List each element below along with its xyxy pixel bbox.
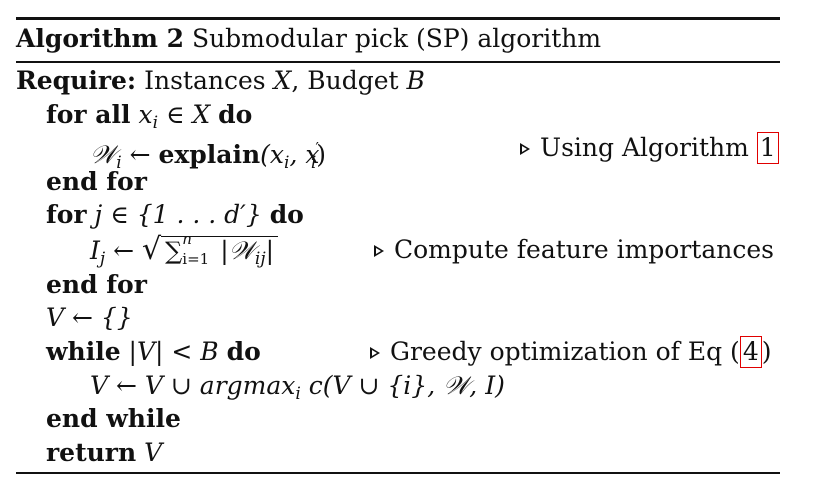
sum-upper-limit: n <box>182 229 192 248</box>
top-rule <box>16 17 780 20</box>
do-keyword: do <box>218 100 253 129</box>
explain-args-close: ) <box>316 140 327 169</box>
while-condition: |V| < B <box>120 337 227 366</box>
do-keyword-2: do <box>269 200 304 229</box>
explain-args-open: (x <box>260 140 285 169</box>
comment-triangle-icon-3 <box>370 346 380 359</box>
for-j-expression: j ∈ {1 . . . d′} <box>86 200 270 229</box>
require-text-2: , Budget <box>291 66 407 95</box>
w-symbol: 𝒲 <box>90 140 117 169</box>
comment-using-algorithm: Using Algorithm 1 <box>520 131 779 165</box>
header-rule <box>16 61 780 63</box>
end-while-keyword: end while <box>46 404 181 433</box>
do-keyword-3: do <box>226 337 261 366</box>
explain-arg-sub1: i <box>284 153 290 173</box>
comment-greedy: Greedy optimization of Eq (4) <box>370 335 771 369</box>
explain-args-mid: , x <box>289 140 320 169</box>
require-text-1: Instances <box>144 66 274 95</box>
return-keyword: return <box>46 438 137 467</box>
equation-ref-link[interactable]: 4 <box>739 336 762 368</box>
comment-3-text: Greedy optimization of Eq ( <box>390 337 740 366</box>
algorithm-label: Algorithm 2 <box>16 24 184 53</box>
sum-symbol: ∑ <box>165 237 183 265</box>
explain-arg-sub2: i <box>310 153 317 173</box>
for-all-keyword: for all <box>46 100 131 129</box>
algorithm-title: Submodular pick (SP) algorithm <box>191 24 602 53</box>
i-symbol: I <box>90 236 100 265</box>
v-update-part-1: V ← V ∪ argmax <box>90 371 296 400</box>
i-sub: j <box>99 249 106 269</box>
comment-1-text: Using Algorithm <box>540 133 757 162</box>
v-update-sub: i <box>295 384 301 404</box>
while-line: while |V| < B do <box>46 335 261 369</box>
for-all-set: ∈ X <box>158 100 219 129</box>
explain-function: explain <box>158 140 261 169</box>
require-keyword: Require: <box>16 66 137 95</box>
for-j-line: for j ∈ {1 . . . d′} do <box>46 198 304 232</box>
for-keyword: for <box>46 200 87 229</box>
comment-triangle-icon <box>520 142 530 155</box>
end-for-keyword-2: end for <box>46 270 147 299</box>
comment-3-close: ) <box>761 337 772 366</box>
end-for-line-1: end for <box>46 165 147 199</box>
for-all-line: for all xi ∈ X do <box>46 98 253 133</box>
v-init-expression: V ← {} <box>46 303 133 332</box>
explain-prime: ′ <box>315 139 319 157</box>
while-keyword: while <box>46 337 121 366</box>
sqrt-icon: √ <box>142 232 162 267</box>
return-value: V <box>136 438 163 467</box>
sum-lower-limit: i=1 <box>182 249 210 268</box>
require-b-var: B <box>406 66 425 95</box>
for-all-var-sub: i <box>152 113 158 133</box>
v-update-line: V ← V ∪ argmaxi c(V ∪ {i}, 𝒲, I) <box>90 369 505 404</box>
algorithm-header: Algorithm 2 Submodular pick (SP) algorit… <box>16 22 601 56</box>
w-sub: i <box>116 153 122 173</box>
bottom-rule <box>16 472 780 474</box>
end-for-keyword: end for <box>46 167 147 196</box>
v-update-part-2: c(V ∪ {i}, 𝒲, I) <box>300 371 505 400</box>
require-line: Require: Instances X, Budget B <box>16 64 425 98</box>
abs-close: | <box>265 236 275 265</box>
for-all-var: x <box>138 100 153 129</box>
end-for-line-2: end for <box>46 268 147 302</box>
assign-arrow: ← <box>121 140 159 169</box>
abs-w: |𝒲 <box>220 236 255 265</box>
return-line: return V <box>46 436 162 470</box>
comment-triangle-icon-2 <box>374 244 384 257</box>
algorithm-ref-link[interactable]: 1 <box>756 132 779 164</box>
assign-arrow-2: ← <box>105 236 143 265</box>
comment-2-text: Compute feature importances <box>394 235 774 264</box>
require-x-var: X <box>273 66 292 95</box>
comment-feature-importances: Compute feature importances <box>374 233 774 267</box>
end-while-line: end while <box>46 402 181 436</box>
v-init-line: V ← {} <box>46 301 133 335</box>
abs-w-sub: ij <box>254 249 266 269</box>
explain-line: 𝒲i ← explain(xi, x′i) <box>90 131 326 173</box>
